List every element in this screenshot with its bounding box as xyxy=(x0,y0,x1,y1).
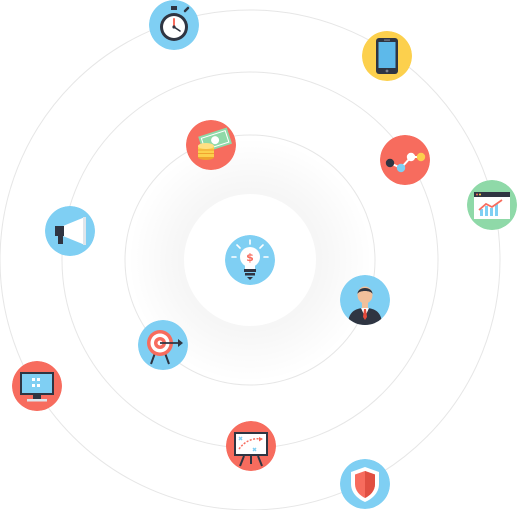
center-node: $ xyxy=(225,235,275,285)
orbit-ring-inner xyxy=(124,134,376,386)
node-strategy-board xyxy=(226,421,276,471)
strategy-board-icon xyxy=(226,421,276,471)
node-computer xyxy=(12,361,62,411)
orbit-ring-outer xyxy=(0,9,501,510)
graph-nodes-icon xyxy=(380,135,430,185)
money-coins-icon xyxy=(186,120,236,170)
lightbulb-dollar-icon: $ xyxy=(225,235,275,285)
node-megaphone xyxy=(45,206,95,256)
svg-text:$: $ xyxy=(246,251,254,264)
megaphone-icon xyxy=(45,206,95,256)
node-target xyxy=(138,320,188,370)
smartphone-icon xyxy=(362,31,412,81)
stopwatch-icon xyxy=(149,0,199,50)
computer-icon xyxy=(12,361,62,411)
target-arrow-icon xyxy=(138,320,188,370)
businessman-icon xyxy=(340,275,390,325)
node-graph-nodes xyxy=(380,135,430,185)
node-analytics xyxy=(467,180,517,230)
shield-icon xyxy=(340,459,390,509)
node-stopwatch xyxy=(149,0,199,50)
node-smartphone xyxy=(362,31,412,81)
node-businessman xyxy=(340,275,390,325)
node-money xyxy=(186,120,236,170)
node-shield xyxy=(340,459,390,509)
analytics-browser-icon xyxy=(467,180,517,230)
